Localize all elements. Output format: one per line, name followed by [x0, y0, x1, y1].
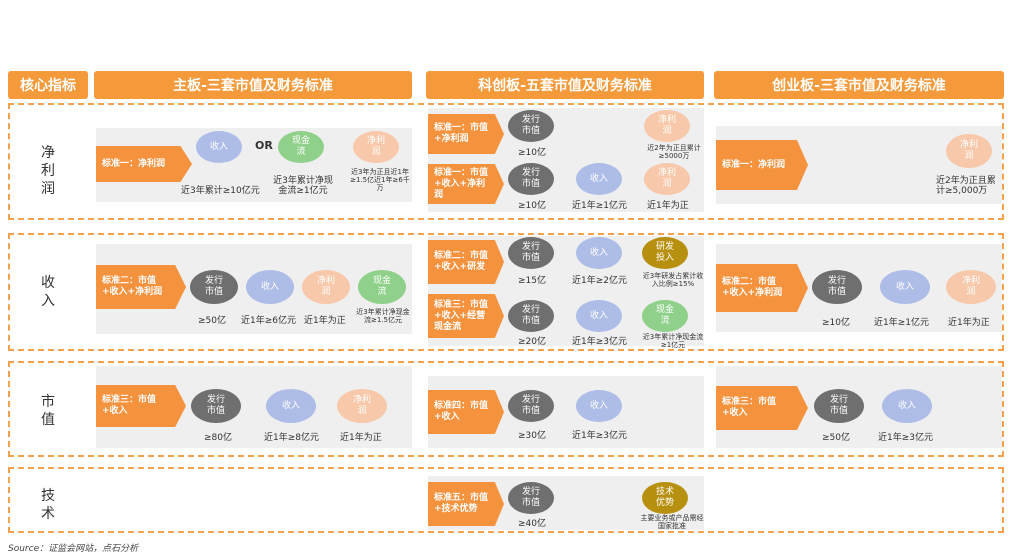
star-s3-mc-node: 发行市值	[508, 300, 554, 332]
row-label-marketcap: 市值	[41, 394, 55, 428]
main-s2-cap-profit: 近1年为正	[304, 316, 346, 326]
gem-s1-cap-profit: 近2年为正且累计≥5,000万	[936, 176, 996, 196]
star-s2-revenue-node: 收入	[576, 237, 622, 269]
header-star-board: 科创板-五套市值及财务标准	[426, 71, 704, 99]
main-s1-cap-revenue: 近3年累计≥10亿元	[181, 186, 260, 196]
main-s3-revenue-node: 收入	[266, 389, 316, 423]
star-s3-cap-cashflow: 近3年累计净现金流≥1亿元	[642, 333, 704, 349]
gem-s2-tag: 标准二：市值+收入+净利润	[716, 264, 808, 312]
star-s1b-mc-node: 发行市值	[508, 163, 554, 195]
row-label-tech: 技术	[41, 488, 55, 522]
star-s1-mc-node: 发行市值	[508, 110, 554, 142]
main-s3-profit-node: 净利润	[337, 389, 387, 423]
star-s5-cap-tech: 主要业务或产品需经国家批准	[640, 514, 704, 530]
main-s2-revenue-node: 收入	[246, 270, 294, 304]
gem-s3-tag: 标准三：市值+收入	[716, 386, 808, 430]
star-s2-rd-node: 研发投入	[642, 237, 688, 269]
row-label-profit: 净利润	[41, 145, 55, 197]
gem-s1-tag: 标准一：净利润	[716, 140, 808, 190]
main-s1-revenue-node: 收入	[196, 131, 242, 163]
star-s3-cap-revenue: 近1年≥3亿元	[572, 337, 627, 347]
header-gem-board: 创业板-三套市值及财务标准	[714, 71, 1004, 99]
star-s5-cap-mc: ≥40亿	[518, 519, 546, 529]
star-s1-tag: 标准一：市值+净利润	[428, 114, 504, 154]
star-s1b-cap-profit: 近1年为正	[647, 201, 689, 211]
star-s3-cashflow-node: 现金流	[642, 300, 688, 332]
main-s1-or: OR	[255, 139, 273, 152]
main-s1-profit-node: 净利润	[353, 131, 399, 163]
star-s2-cap-revenue: 近1年≥2亿元	[572, 276, 627, 286]
main-s2-mc-node: 发行市值	[190, 270, 238, 304]
main-s2-tag: 标准二：市值+收入+净利润	[96, 265, 186, 309]
gem-s1-profit-node: 净利润	[946, 134, 992, 168]
gem-s2-cap-profit: 近1年为正	[948, 318, 990, 328]
star-s5-tag: 标准五：市值+技术优势	[428, 482, 504, 526]
gem-s2-cap-revenue: 近1年≥1亿元	[874, 318, 929, 328]
star-s1b-profit-node: 净利润	[644, 163, 690, 195]
band-tech	[8, 467, 1004, 533]
star-s1b-tag: 标准一：市值+收入+净利润	[428, 164, 504, 204]
star-s2-tag: 标准二：市值+收入+研发	[428, 240, 504, 284]
star-s1b-cap-mc: ≥10亿	[518, 201, 546, 211]
star-s1-cap-mc: ≥10亿	[518, 148, 546, 158]
header-indicator: 核心指标	[8, 71, 88, 99]
main-s2-cap-mc: ≥50亿	[198, 316, 226, 326]
star-s4-cap-mc: ≥30亿	[518, 431, 546, 441]
star-s1-profit-node: 净利润	[644, 110, 690, 142]
main-s3-mc-node: 发行市值	[191, 389, 241, 423]
main-s3-cap-mc: ≥80亿	[204, 433, 232, 443]
main-s3-tag: 标准三：市值+收入	[96, 385, 186, 427]
star-s5-mc-node: 发行市值	[508, 482, 554, 514]
main-s2-cap-revenue: 近1年≥6亿元	[241, 316, 296, 326]
star-s1-cap-profit: 近2年为正且累计≥5000万	[647, 144, 701, 160]
gem-s2-cap-mc: ≥10亿	[822, 318, 850, 328]
star-s3-tag: 标准三：市值+收入+经营现金流	[428, 294, 504, 338]
star-s4-mc-node: 发行市值	[508, 390, 554, 422]
gem-s3-revenue-node: 收入	[882, 389, 932, 423]
source-note: Source：证监会网站，点石分析	[8, 544, 139, 554]
star-s2-cap-rd: 近3年研发占累计收入比例≥15%	[642, 272, 704, 288]
star-s4-cap-revenue: 近1年≥3亿元	[572, 431, 627, 441]
row-label-revenue: 收入	[41, 275, 55, 309]
band-marketcap	[8, 361, 1004, 457]
gem-s3-cap-mc: ≥50亿	[822, 433, 850, 443]
gem-s2-mc-node: 发行市值	[812, 270, 862, 304]
star-s2-mc-node: 发行市值	[508, 237, 554, 269]
gem-s3-cap-revenue: 近1年≥3亿元	[878, 433, 933, 443]
star-s3-cap-mc: ≥20亿	[518, 337, 546, 347]
main-s1-tag: 标准一：净利润	[96, 146, 192, 182]
header-main-board: 主板-三套市值及财务标准	[94, 71, 412, 99]
band-revenue	[8, 233, 1004, 351]
main-s3-cap-profit: 近1年为正	[340, 433, 382, 443]
main-s2-cap-cashflow: 近3年累计净现金流≥1.5亿元	[356, 308, 410, 324]
main-s2-cashflow-node: 现金流	[358, 270, 406, 304]
star-s5-tech-node: 技术优势	[642, 482, 688, 514]
star-s1b-revenue-node: 收入	[576, 163, 622, 195]
star-s4-revenue-node: 收入	[576, 390, 622, 422]
gem-s3-mc-node: 发行市值	[814, 389, 864, 423]
main-s2-profit-node: 净利润	[302, 270, 350, 304]
star-s3-revenue-node: 收入	[576, 300, 622, 332]
star-s4-tag: 标准四：市值+收入	[428, 390, 504, 434]
band-profit	[8, 103, 1004, 220]
star-s2-cap-mc: ≥15亿	[518, 276, 546, 286]
main-s1-cashflow-node: 现金流	[278, 131, 324, 163]
main-s1-cap-profit: 近3年为正且近1年≥1.5亿近1年≥6千万	[350, 168, 410, 192]
gem-s2-profit-node: 净利润	[946, 270, 996, 304]
main-s3-cap-revenue: 近1年≥8亿元	[264, 433, 319, 443]
gem-s2-revenue-node: 收入	[880, 270, 930, 304]
star-s1b-cap-revenue: 近1年≥1亿元	[572, 201, 627, 211]
main-s1-cap-cashflow: 近3年累计净现金流≥1亿元	[273, 176, 333, 196]
